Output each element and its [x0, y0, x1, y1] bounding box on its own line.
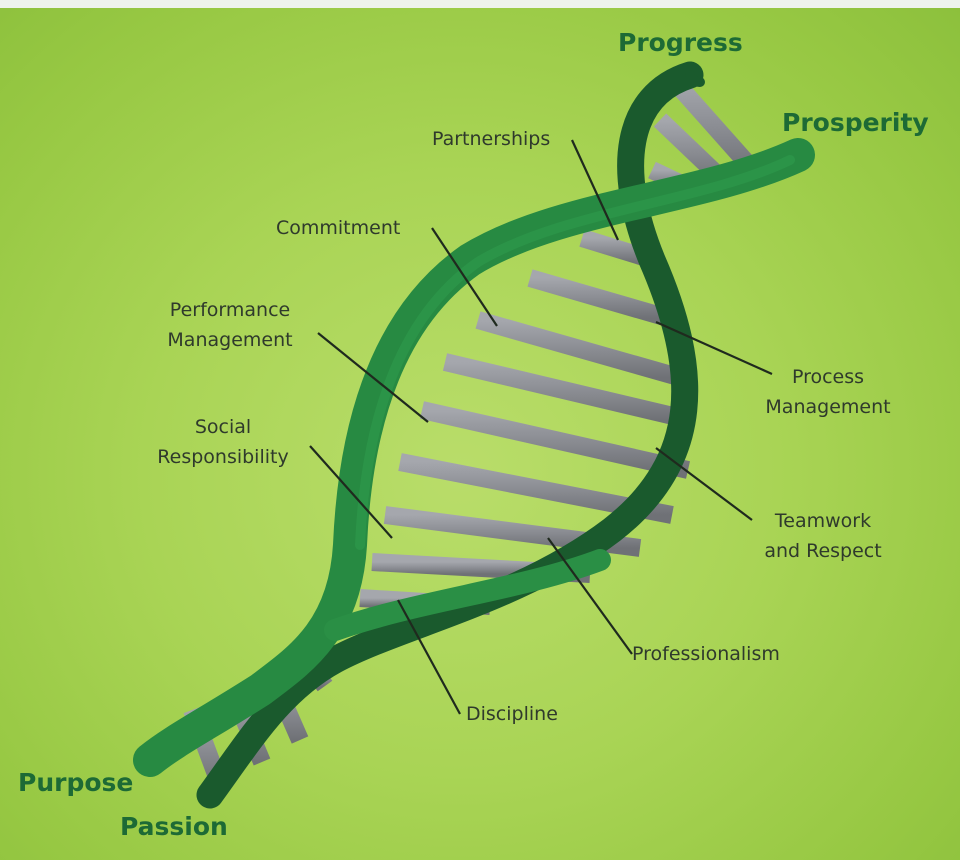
label-performance-management: Performance Management [150, 295, 310, 355]
label-prosperity: Prosperity [782, 108, 929, 137]
label-progress: Progress [618, 28, 743, 57]
leader-line-commitment [431, 227, 498, 327]
rung [527, 269, 671, 327]
label-discipline: Discipline [466, 703, 558, 725]
leader-line-performance-management [317, 332, 429, 423]
leader-lines [309, 139, 773, 715]
label-passion: Passion [120, 812, 228, 841]
top-border [0, 0, 960, 8]
rung [475, 311, 685, 387]
leader-line-social-responsibility [309, 445, 393, 539]
label-commitment: Commitment [276, 217, 401, 239]
label-line: Teamwork [774, 510, 872, 532]
label-purpose: Purpose [18, 768, 134, 797]
rung [442, 353, 693, 429]
helix-strand-back-tail [685, 70, 705, 87]
leader-line-teamwork [655, 447, 753, 521]
label-professionalism: Professionalism [632, 643, 780, 665]
label-line: Management [765, 396, 891, 418]
label-line: and Respect [764, 540, 882, 562]
rung [420, 401, 690, 479]
label-line: Performance [169, 299, 291, 321]
label-teamwork-and-respect: Teamwork and Respect [752, 506, 894, 566]
label-partnerships: Partnerships [432, 128, 551, 150]
label-process-management: Process Management [750, 362, 906, 422]
leader-line-partnerships [571, 139, 619, 241]
helix-strand-front-crossing [324, 549, 611, 641]
helix-strand-front-highlight [355, 155, 795, 550]
leader-line-discipline [397, 599, 461, 715]
label-line: Process [791, 366, 865, 388]
label-social-responsibility: Social Responsibility [140, 412, 306, 472]
rung [668, 76, 762, 178]
label-line: Management [167, 329, 293, 351]
leader-line-process-management [655, 320, 773, 376]
label-line: Responsibility [157, 446, 289, 468]
leader-line-professionalism [547, 537, 633, 655]
label-line: Social [194, 416, 252, 438]
